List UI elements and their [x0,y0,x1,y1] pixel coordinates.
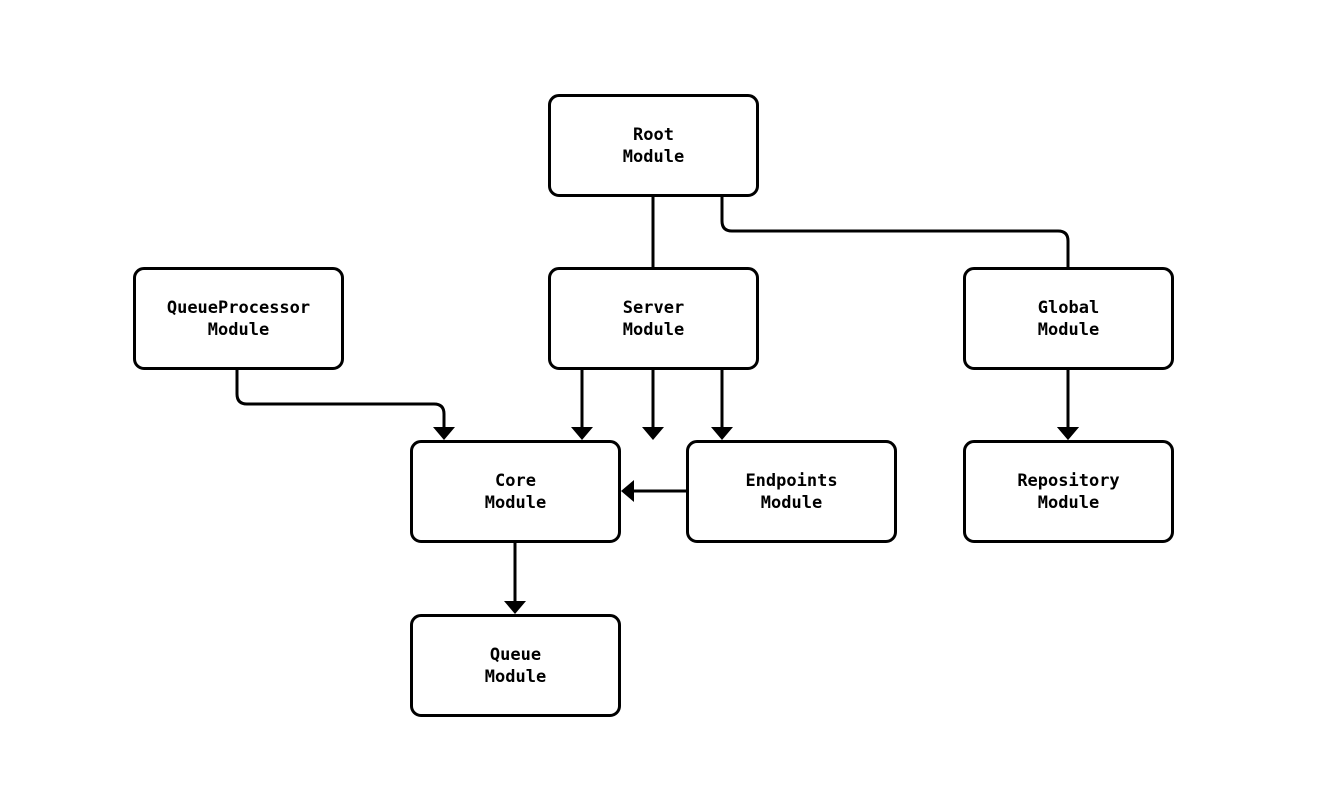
edge-line [720,197,1070,430]
arrow-head-icon [1057,427,1079,440]
edge-server-to-endpoints [711,370,733,440]
node-root[interactable]: Root Module [548,94,759,197]
arrow-head-icon [711,427,733,440]
edge-line [235,370,446,430]
node-core[interactable]: Core Module [410,440,621,543]
node-endpoints[interactable]: Endpoints Module [686,440,897,543]
edge-core-to-queue [504,543,526,614]
arrow-head-icon [621,480,634,502]
node-server[interactable]: Server Module [548,267,759,370]
node-global-label: Global Module [1037,297,1100,340]
node-queue-label: Queue Module [484,644,547,687]
node-queueprocessor[interactable]: QueueProcessor Module [133,267,344,370]
node-repository[interactable]: Repository Module [963,440,1174,543]
arrow-head-icon [642,427,664,440]
edge-endpoints-to-core [621,480,686,502]
edge-queueprocessor-to-core [235,370,455,440]
node-core-label: Core Module [484,470,547,513]
node-repository-label: Repository Module [1017,470,1120,513]
edge-global-to-repository [1057,370,1079,440]
node-root-label: Root Module [622,124,685,167]
arrow-head-icon [433,427,455,440]
node-global[interactable]: Global Module [963,267,1174,370]
node-queueprocessor-label: QueueProcessor Module [166,297,311,340]
node-queue[interactable]: Queue Module [410,614,621,717]
arrow-head-icon [504,601,526,614]
node-endpoints-label: Endpoints Module [745,470,838,513]
arrow-head-icon [571,427,593,440]
node-server-label: Server Module [622,297,685,340]
edge-server-to-core [571,370,593,440]
